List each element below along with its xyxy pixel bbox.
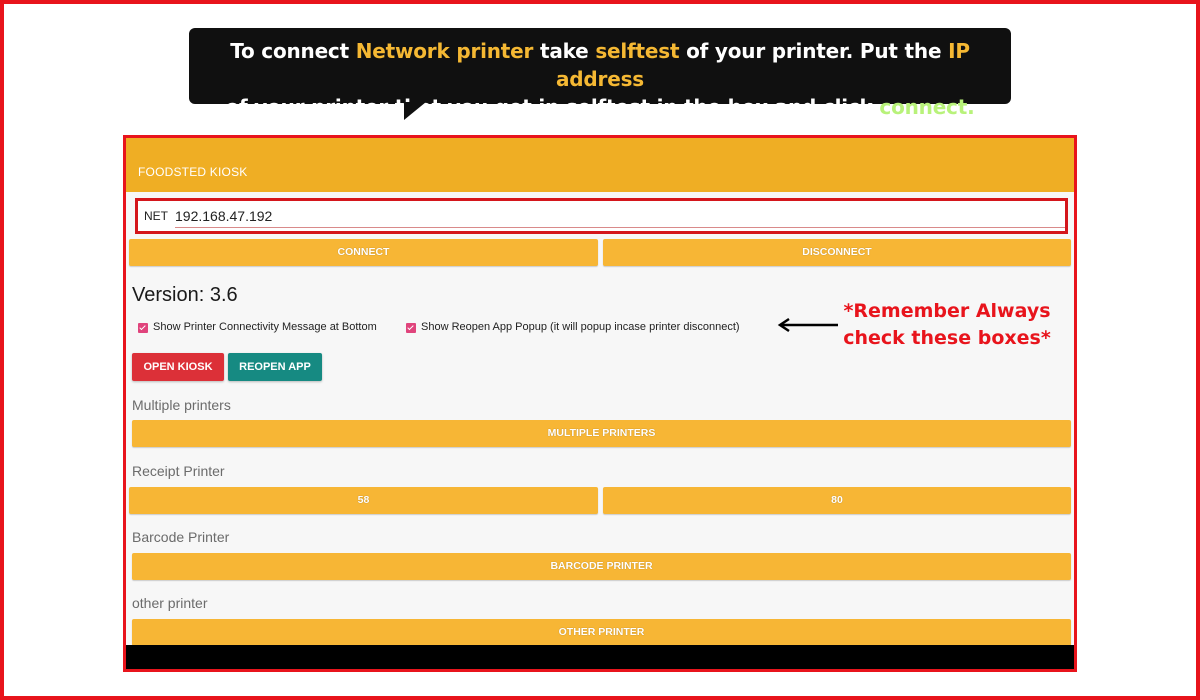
receipt-80-button[interactable]: 80 xyxy=(603,487,1071,514)
callout-text: To connect xyxy=(230,39,356,63)
checkbox-reopen-popup-label: Show Reopen App Popup (it will popup inc… xyxy=(421,321,740,333)
callout-highlight-connect: connect xyxy=(879,95,968,119)
ip-input-box: NET xyxy=(135,198,1068,234)
reminder-line-2: check these boxes* xyxy=(843,327,1051,349)
version-label: Version: 3.6 xyxy=(132,284,238,306)
open-kiosk-button[interactable]: OPEN KIOSK xyxy=(132,353,224,381)
other-printer-button[interactable]: OTHER PRINTER xyxy=(132,619,1071,646)
callout-highlight-selftest: selftest xyxy=(595,39,680,63)
callout-highlight-network-printer: Network printer xyxy=(355,39,534,63)
disconnect-button[interactable]: DISCONNECT xyxy=(603,239,1071,266)
app-footer-bar xyxy=(126,645,1074,669)
instruction-callout: To connect Network printer take selftest… xyxy=(189,28,1011,119)
checkbox-checked-icon[interactable] xyxy=(138,323,148,333)
callout-tail xyxy=(404,102,426,120)
kiosk-app-window: FOODSTED KIOSK NET CONNECT DISCONNECT Ve… xyxy=(123,135,1077,672)
left-arrow-icon xyxy=(777,317,838,333)
callout-line-2: of your printer that you get in selftest… xyxy=(189,93,1011,121)
barcode-printer-button[interactable]: BARCODE PRINTER xyxy=(132,553,1071,580)
receipt-58-button[interactable]: 58 xyxy=(129,487,598,514)
callout-line-1: To connect Network printer take selftest… xyxy=(189,37,1011,93)
app-title: FOODSTED KIOSK xyxy=(138,165,248,179)
connect-button[interactable]: CONNECT xyxy=(129,239,598,266)
callout-text: take xyxy=(533,39,596,63)
callout-text: . xyxy=(967,95,975,119)
reminder-annotation: *Remember Always check these boxes* xyxy=(842,298,1052,352)
other-printer-heading: other printer xyxy=(132,595,208,611)
app-header: FOODSTED KIOSK xyxy=(126,138,1074,192)
callout-text: of your printer. Put the xyxy=(679,39,949,63)
multiple-printers-button[interactable]: MULTIPLE PRINTERS xyxy=(132,420,1071,447)
reopen-app-button[interactable]: REOPEN APP xyxy=(228,353,322,381)
receipt-printer-heading: Receipt Printer xyxy=(132,463,225,479)
ip-address-input[interactable] xyxy=(175,204,1065,228)
net-label: NET xyxy=(144,209,168,223)
barcode-printer-heading: Barcode Printer xyxy=(132,529,230,545)
reminder-line-1: *Remember Always xyxy=(843,300,1051,322)
callout-highlight-ip-address: IP address xyxy=(556,39,970,91)
callout-text: of your printer that you get in selftest… xyxy=(225,95,880,119)
multiple-printers-heading: Multiple printers xyxy=(132,397,231,413)
checkbox-connectivity-message-label: Show Printer Connectivity Message at Bot… xyxy=(153,321,377,333)
checkbox-checked-icon[interactable] xyxy=(406,323,416,333)
